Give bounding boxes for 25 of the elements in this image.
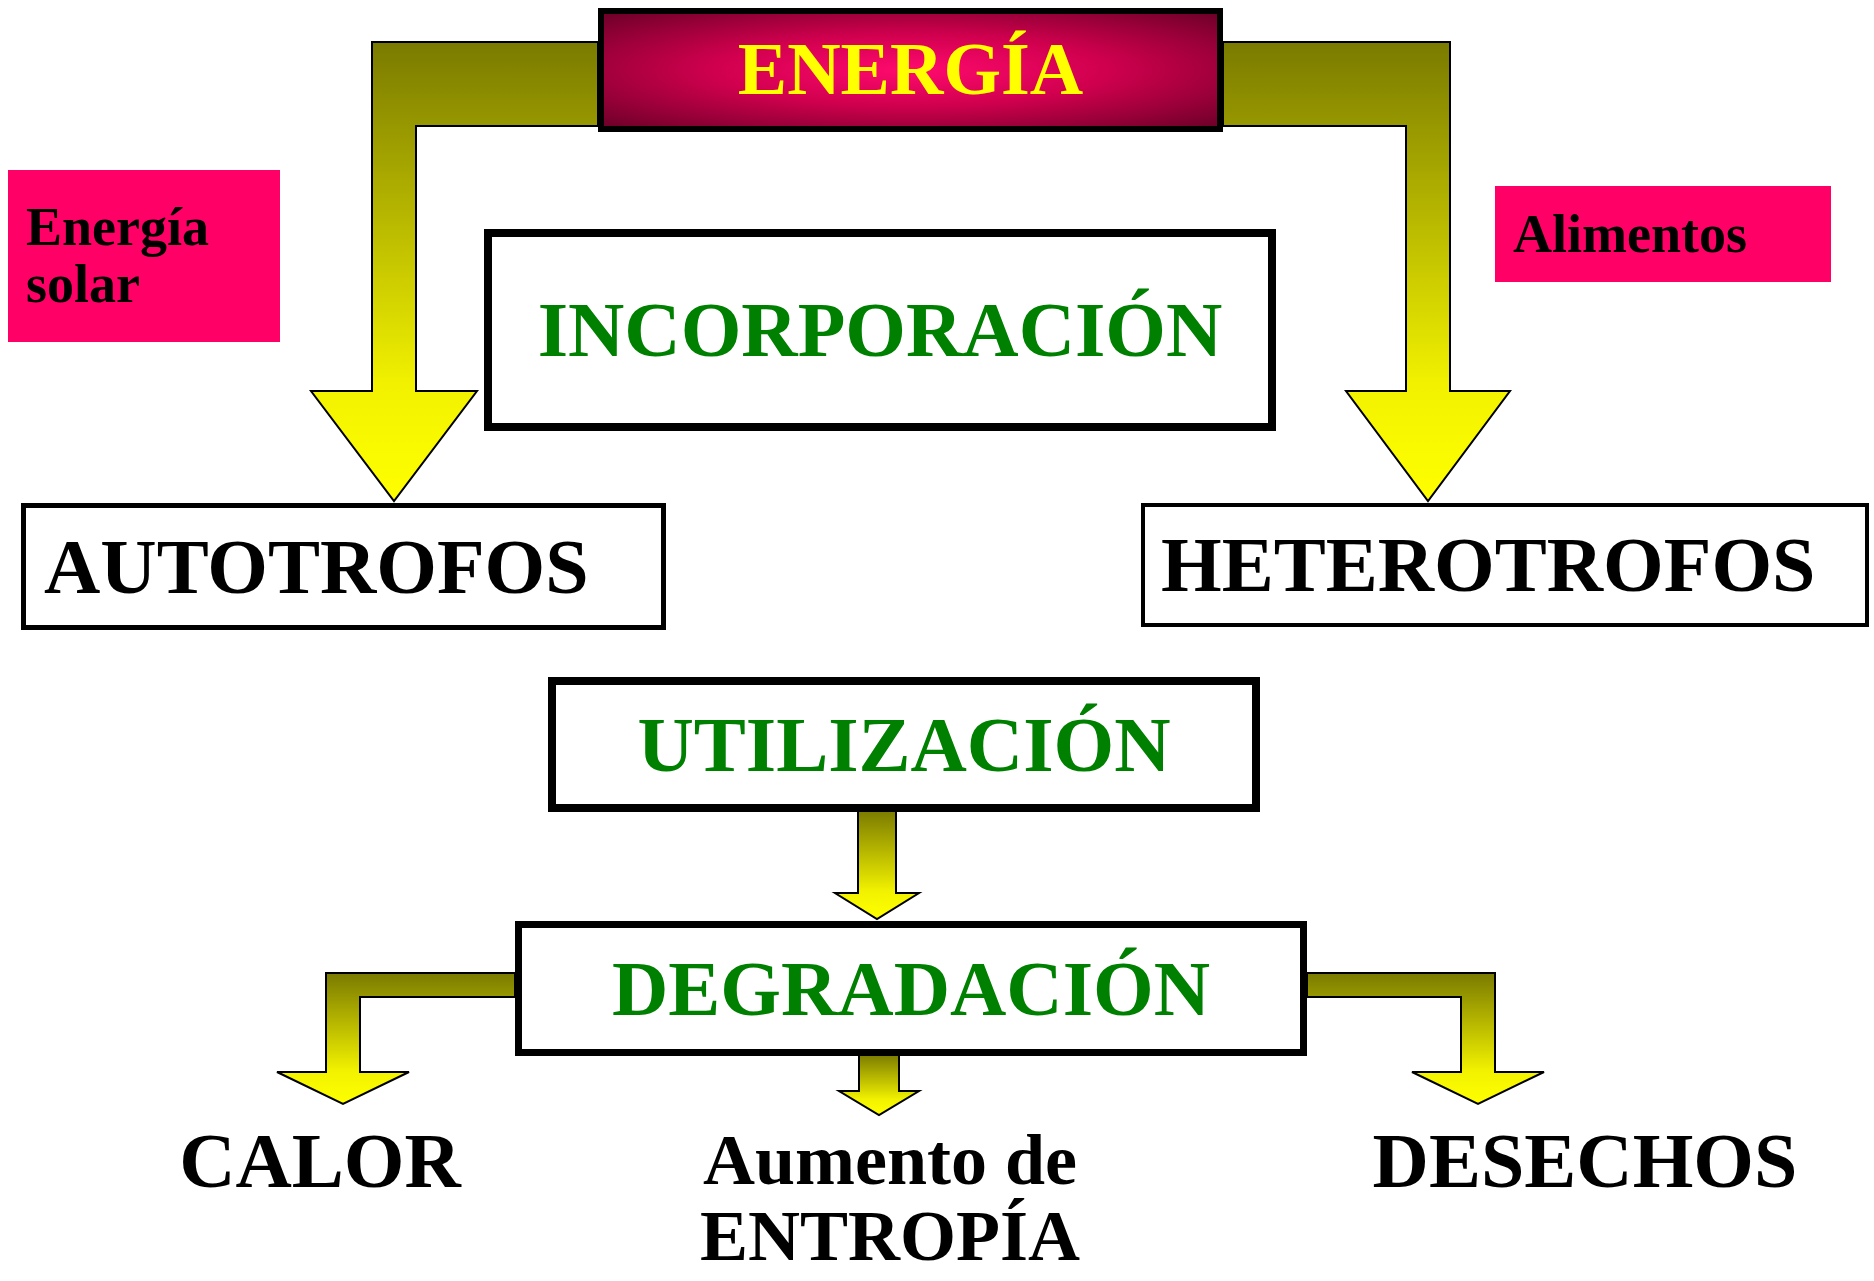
block-arrow [1306, 972, 1545, 1106]
output-label: DESECHOS [1350, 1106, 1820, 1216]
process-label: DEGRADACIÓN [612, 947, 1210, 1030]
process-box [515, 921, 1307, 1056]
process-box [21, 503, 666, 630]
block-arrow [831, 809, 923, 921]
title-box [598, 8, 1223, 132]
process-label: AUTOTROFOS [44, 525, 589, 608]
process-box [1141, 503, 1869, 627]
label-text: Alimentos [1513, 205, 1747, 263]
output-label: Aumento de ENTROPÍA [660, 1117, 1120, 1281]
title-text: ENERGÍA [737, 31, 1084, 109]
process-label: UTILIZACIÓN [637, 703, 1171, 786]
process-label: HETEROTROFOS [1161, 524, 1816, 606]
block-arrow [835, 1053, 923, 1117]
process-box [548, 677, 1260, 812]
label-box [8, 170, 280, 342]
label-text: Energía solar [26, 199, 210, 313]
block-arrow [309, 41, 599, 503]
process-label: INCORPORACIÓN [537, 289, 1223, 371]
label-box [1495, 186, 1831, 282]
block-arrow [276, 972, 516, 1106]
block-arrow [1222, 41, 1512, 503]
process-box [484, 229, 1276, 431]
output-label: CALOR [160, 1106, 480, 1216]
